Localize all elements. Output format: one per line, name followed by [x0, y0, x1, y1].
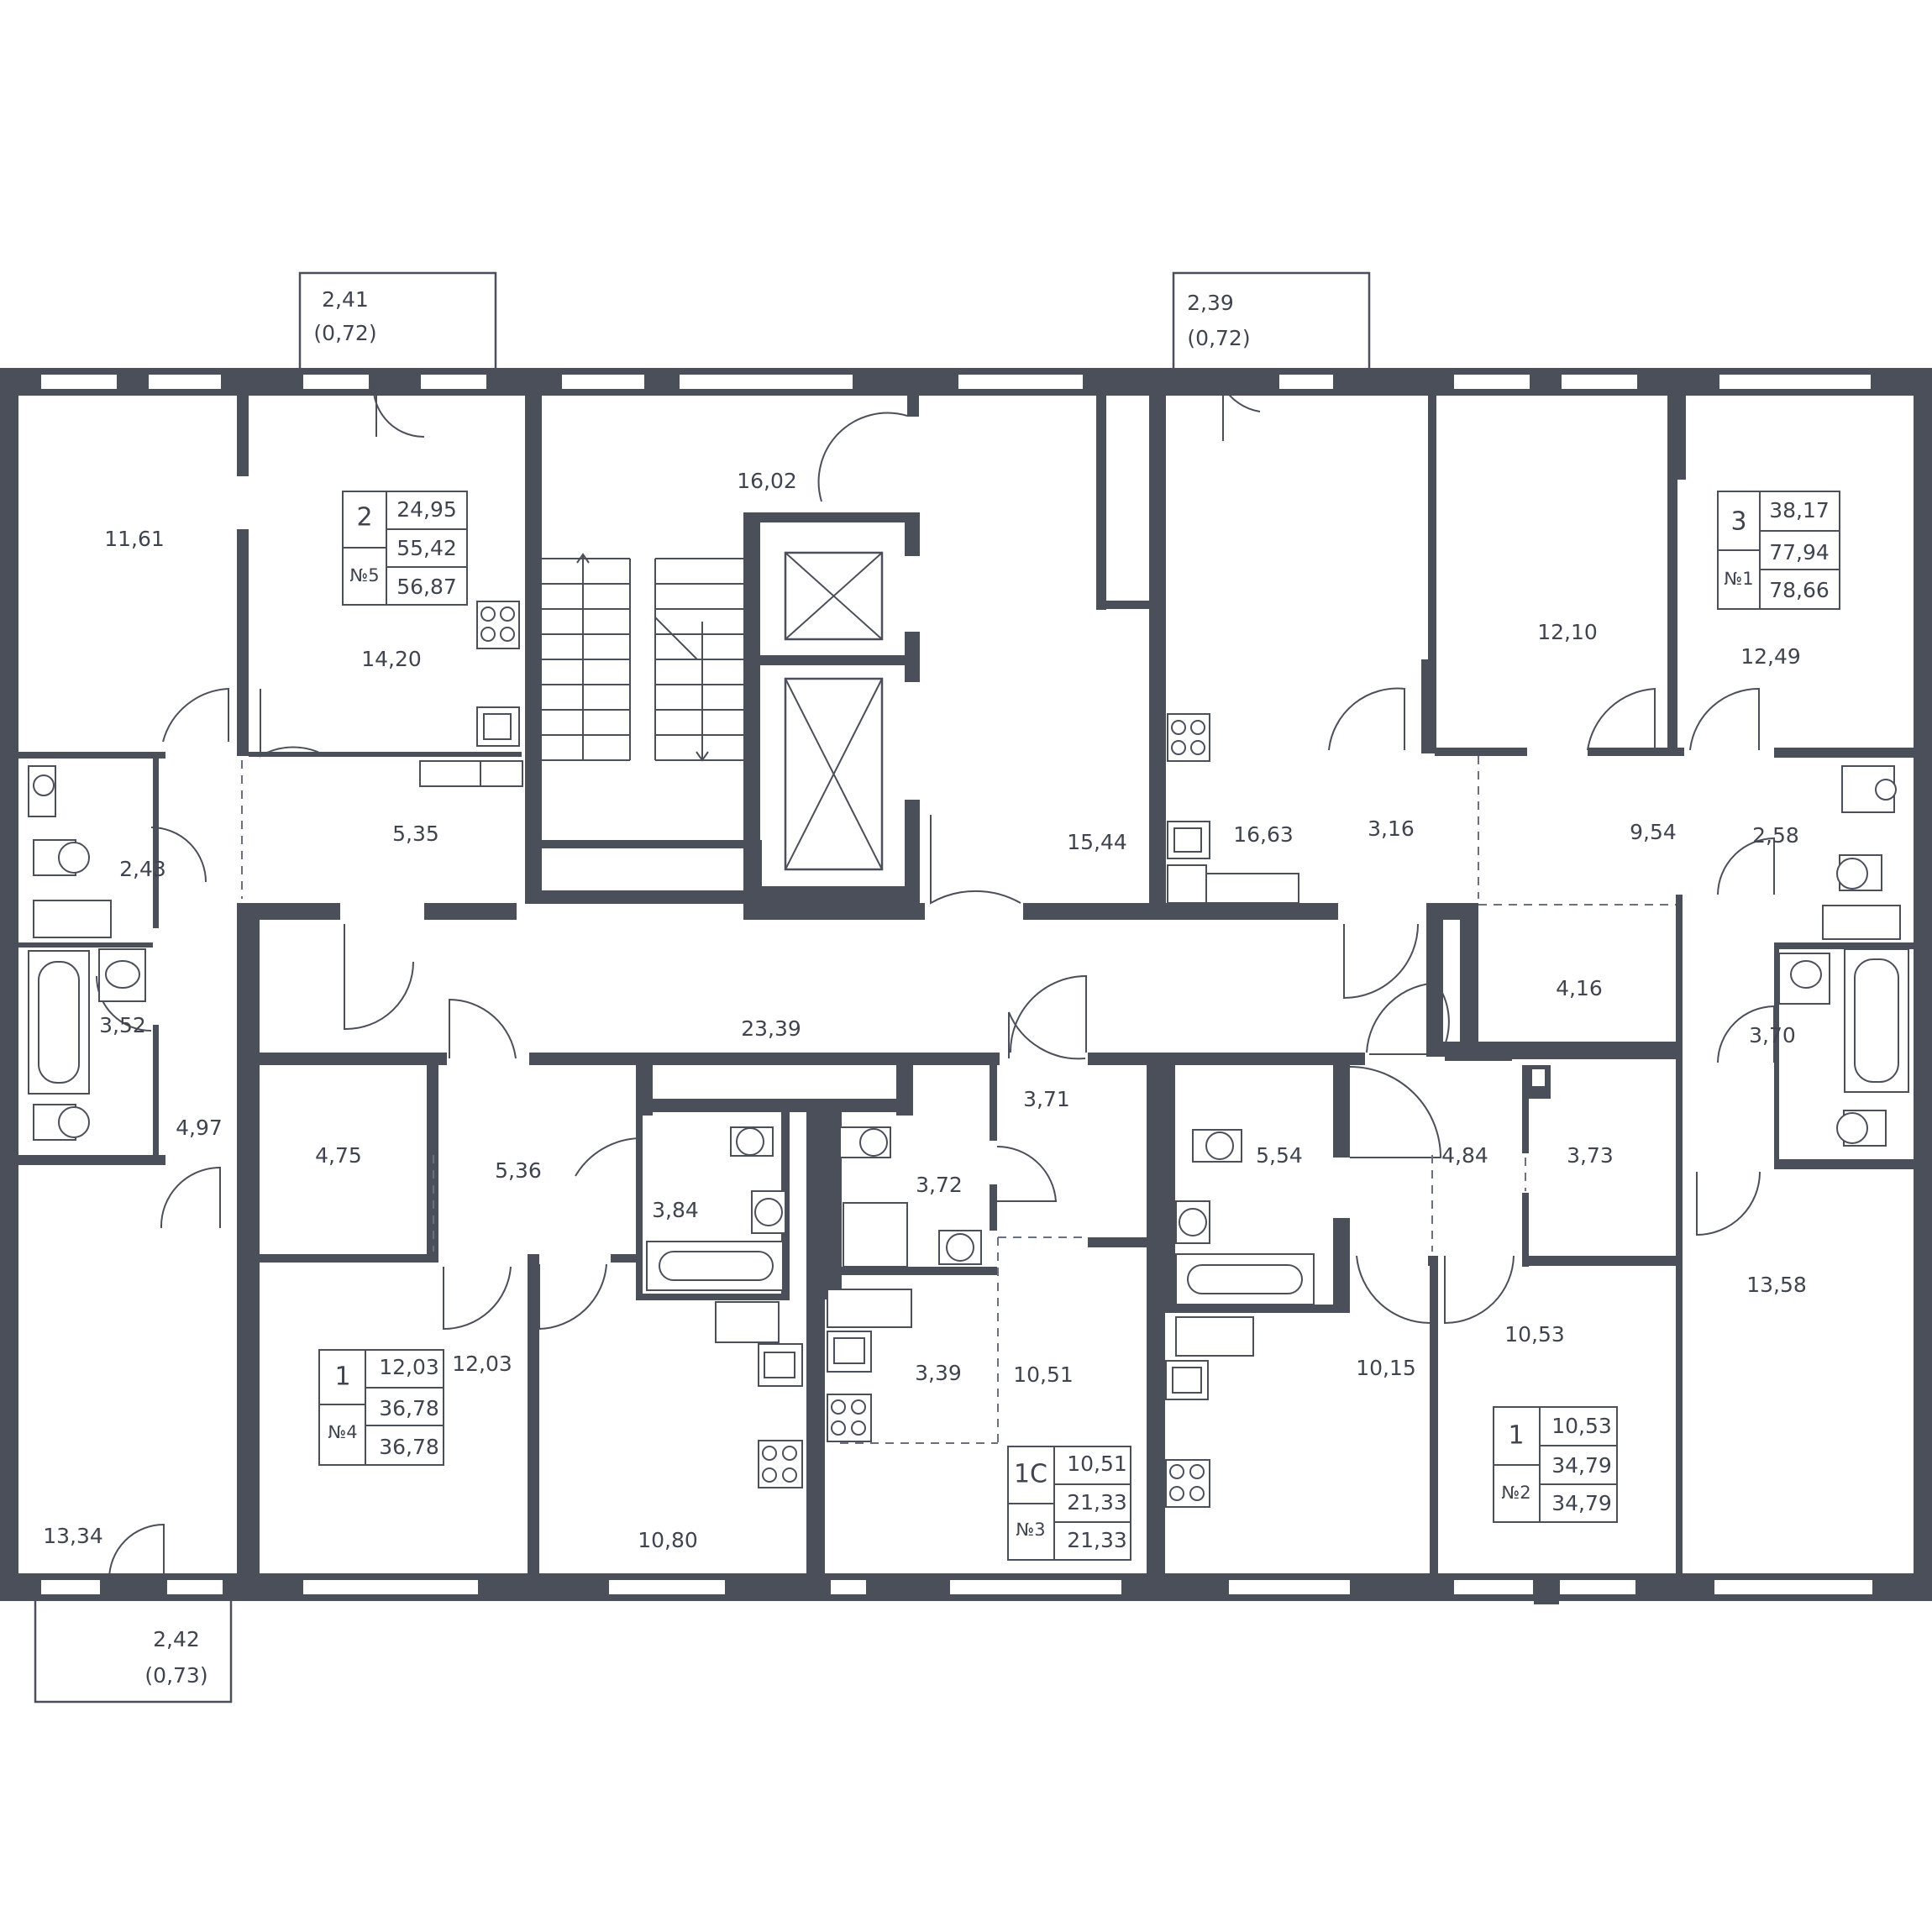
apartment-total-area: 77,94 [1769, 540, 1830, 564]
apartment-total-area: 55,42 [396, 536, 457, 560]
room-area: 3,52 [99, 1013, 146, 1037]
balcony-area: 2,41 [322, 287, 369, 312]
room-area: 9,54 [1630, 820, 1677, 844]
apartment-total-with-balcony: 21,33 [1067, 1528, 1127, 1552]
room-area: 3,71 [1023, 1087, 1070, 1111]
apartment-living-area: 10,51 [1067, 1452, 1127, 1476]
windows [39, 373, 1874, 1596]
room-area: 4,75 [315, 1143, 362, 1168]
apartment-info-5: 2 №5 24,95 55,42 56,87 [342, 491, 468, 606]
room-area: 3,84 [652, 1198, 699, 1222]
apartment-rooms: 1 [334, 1362, 350, 1392]
room-area: 2,58 [1752, 823, 1799, 848]
apartment-living-area: 10,53 [1551, 1414, 1612, 1438]
apartment-living-area: 38,17 [1769, 498, 1830, 522]
room-area: 13,34 [43, 1524, 103, 1548]
doors [96, 369, 1775, 1580]
balcony-reduced-area: (0,72) [1187, 326, 1250, 350]
room-area: 23,39 [741, 1016, 801, 1041]
apartment-total-area: 21,33 [1067, 1490, 1127, 1515]
apartment-total-with-balcony: 78,66 [1769, 578, 1830, 602]
balcony-labels: 2,41 (0,72) 2,39 (0,72) 2,42 (0,73) [144, 287, 1250, 1688]
apartment-rooms: 3 [1730, 507, 1746, 537]
apartment-number: №5 [349, 565, 379, 585]
apartment-number: №3 [1016, 1520, 1045, 1540]
room-area: 3,70 [1749, 1023, 1796, 1047]
apartment-total-area: 36,78 [379, 1396, 439, 1420]
room-area: 16,02 [737, 469, 797, 493]
apartment-rooms: 2 [356, 503, 372, 533]
staircase [540, 553, 743, 762]
apartment-living-area: 24,95 [396, 497, 457, 522]
apartment-total-area: 34,79 [1551, 1453, 1612, 1478]
apartment-info-1: 3 №1 38,17 77,94 78,66 [1717, 491, 1840, 610]
lift-shafts [784, 551, 884, 871]
balcony-reduced-area: (0,73) [144, 1663, 207, 1688]
apartment-number: №1 [1724, 569, 1753, 589]
room-area: 3,39 [915, 1361, 962, 1385]
apartment-info-3: 1С №3 10,51 21,33 21,33 [1007, 1446, 1131, 1561]
room-area: 4,16 [1556, 976, 1603, 1000]
apartment-living-area: 12,03 [379, 1355, 439, 1379]
room-area: 13,58 [1746, 1273, 1807, 1297]
apartment-total-with-balcony: 34,79 [1551, 1491, 1612, 1515]
room-area: 10,53 [1504, 1322, 1565, 1347]
room-area: 4,84 [1441, 1143, 1488, 1168]
interior-walls [0, 396, 1914, 1604]
room-labels: 11,61 14,20 5,35 16,02 15,44 16,63 3,16 … [43, 469, 1807, 1552]
room-area: 3,73 [1567, 1143, 1614, 1168]
room-area: 5,36 [495, 1158, 542, 1183]
room-area: 12,49 [1740, 644, 1801, 669]
apartment-info-2: 1 №2 10,53 34,79 34,79 [1493, 1406, 1618, 1523]
apartment-info-4: 1 №4 12,03 36,78 36,78 [318, 1349, 444, 1466]
room-area: 2,43 [119, 857, 166, 881]
apartment-number: №4 [328, 1422, 357, 1442]
room-area: 15,44 [1067, 830, 1127, 854]
balcony-reduced-area: (0,72) [313, 321, 376, 345]
room-area: 12,03 [452, 1352, 512, 1376]
room-area: 11,61 [104, 527, 165, 551]
outer-walls [0, 368, 1932, 1601]
balcony-area: 2,39 [1187, 291, 1234, 315]
room-area: 10,51 [1013, 1362, 1074, 1387]
room-area: 10,80 [638, 1528, 698, 1552]
room-area: 3,72 [916, 1173, 963, 1197]
fixtures [28, 601, 1909, 1508]
room-area: 3,16 [1368, 816, 1415, 841]
apartment-total-with-balcony: 36,78 [379, 1435, 439, 1459]
zone-dividers [241, 756, 1676, 1444]
room-area: 16,63 [1233, 822, 1294, 847]
room-area: 14,20 [361, 647, 422, 671]
apartment-number: №2 [1501, 1483, 1530, 1503]
room-area: 12,10 [1537, 620, 1598, 644]
balcony-area: 2,42 [153, 1627, 200, 1651]
room-area: 4,97 [176, 1116, 223, 1140]
room-area: 5,35 [392, 822, 439, 846]
apartment-total-with-balcony: 56,87 [396, 575, 457, 599]
room-area: 5,54 [1256, 1143, 1303, 1168]
apartment-rooms: 1С [1014, 1460, 1047, 1489]
room-area: 10,15 [1356, 1356, 1416, 1380]
apartment-rooms: 1 [1508, 1421, 1524, 1451]
